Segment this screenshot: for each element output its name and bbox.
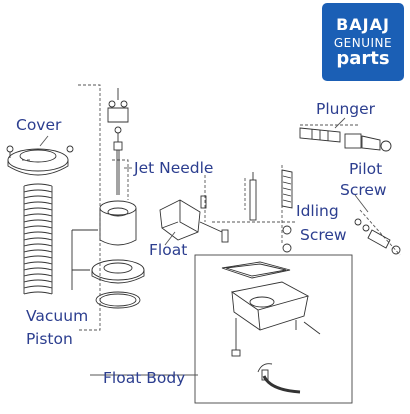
label-pilot-screw-line-2: Screw (340, 181, 387, 199)
leader-lines (39, 117, 369, 376)
label-vacuum-piston-line-1: Vacuum (26, 307, 89, 325)
dashed-guide-lines (20, 84, 401, 331)
label-float: Float (149, 241, 188, 259)
plunger-part (299, 127, 392, 152)
label-plunger: Plunger (316, 100, 376, 118)
float-body-part (194, 254, 353, 404)
label-vacuum-piston-line-2: Piston (26, 330, 73, 348)
label-idling-screw-line-1: Idling (296, 202, 339, 220)
label-idling-screw-line-2: Screw (300, 226, 347, 244)
label-jet-needle: Jet Needle (134, 159, 214, 177)
label-cover: Cover (16, 116, 62, 134)
pilot-screw-part (354, 218, 401, 255)
spring-part (23, 183, 53, 295)
label-pilot-screw-line-1: Pilot (349, 160, 383, 178)
brand-line-1: GENUINE (333, 36, 393, 50)
jet-needle-part (107, 88, 129, 195)
idling-screw-part (249, 169, 293, 253)
vacuum-piston-part (71, 200, 145, 309)
float-part (159, 195, 229, 243)
brand-name: BAJAJ (336, 15, 390, 34)
brand-line-2: parts (336, 48, 390, 69)
cover-part (6, 145, 74, 176)
label-float-body: Float Body (103, 369, 186, 387)
bajaj-genuine-parts-logo: BAJAJ GENUINE parts (322, 3, 404, 81)
